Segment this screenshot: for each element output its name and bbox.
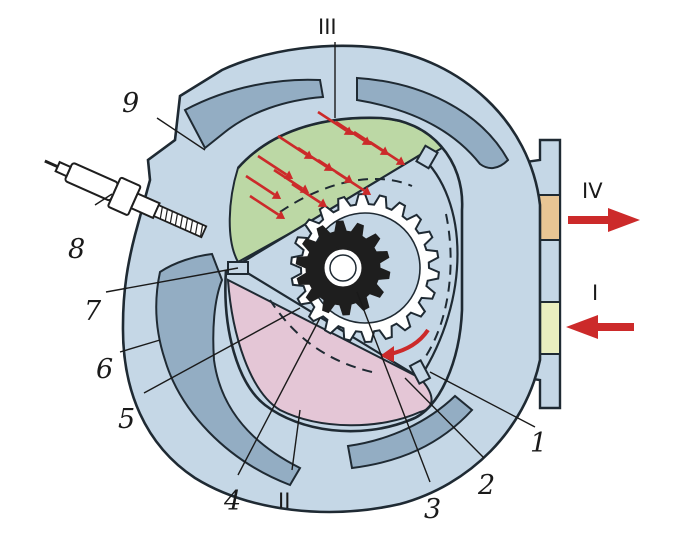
label-8: 8: [68, 234, 85, 265]
pressure-arrow: [335, 170, 366, 192]
thread-line: [194, 222, 199, 235]
pressure-arrow: [257, 154, 288, 176]
pressure-arrow-head: [395, 156, 406, 165]
label-6: 6: [96, 354, 113, 385]
pressure-arrow: [245, 174, 276, 196]
thread-line: [184, 217, 189, 231]
coolant-passage-top-right: [356, 76, 510, 170]
thread-line: [189, 220, 194, 233]
thread-line: [199, 224, 204, 237]
pressure-arrow: [291, 182, 322, 204]
coolant-passage-top-left: [183, 78, 325, 150]
pressure-arrow-head: [271, 190, 282, 199]
pressure-arrow: [335, 120, 366, 142]
pressure-arrow: [369, 140, 400, 162]
label-2: 2: [477, 470, 495, 501]
rotation-arrow: [380, 328, 430, 362]
pressure-arrow-head: [317, 198, 328, 207]
label-5: 5: [118, 404, 135, 435]
apex-seal-bottom: [408, 359, 432, 385]
exhaust-flow-arrow: [568, 208, 640, 232]
apex-seals: [227, 144, 439, 385]
spark-plug-thread: [159, 206, 204, 237]
thread-line: [159, 206, 163, 220]
shaft-center: [329, 254, 357, 282]
pressure-arrow-head: [361, 186, 372, 195]
coolant-passage-left: [155, 252, 302, 487]
label-7: 7: [84, 296, 102, 327]
pressure-arrows: [245, 110, 406, 219]
pressure-arrow-head: [275, 210, 286, 219]
label-1: 1: [530, 428, 547, 459]
thread-line: [174, 213, 179, 226]
label-9: 9: [122, 88, 139, 119]
apex-seal-top: [415, 144, 439, 170]
label-IV: IV: [582, 179, 603, 203]
trochoid-bore: [224, 116, 464, 433]
label-I: I: [592, 281, 598, 305]
label-III: III: [318, 15, 337, 39]
pressure-arrow: [273, 168, 304, 190]
label-3: 3: [424, 494, 441, 525]
thread-line: [179, 215, 184, 228]
rotor-flank-line: [269, 177, 452, 373]
labels: 9 III 8 7 6 5 4 II 3 2 1 IV I: [68, 15, 603, 525]
pressure-arrow: [317, 110, 348, 132]
intake-flow-arrow: [566, 315, 634, 339]
thread-line: [164, 208, 169, 222]
label-4: 4: [223, 486, 241, 517]
thread-line: [169, 211, 174, 224]
label-II: II: [278, 489, 290, 513]
pressure-arrow: [249, 194, 280, 216]
leader-lines: [94, 42, 536, 483]
gears: [290, 192, 440, 344]
